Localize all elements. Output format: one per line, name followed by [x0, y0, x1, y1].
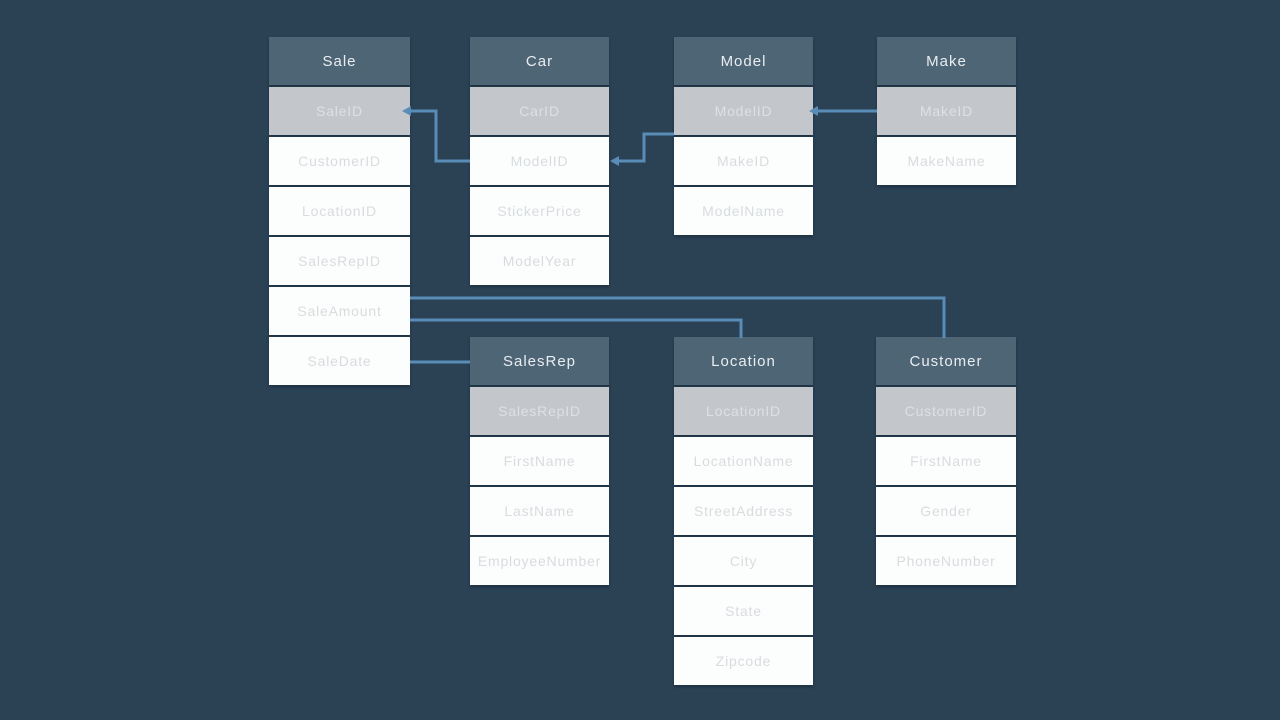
field-row: State — [674, 587, 813, 635]
table-title: Location — [711, 352, 776, 370]
field-row: Zipcode — [674, 637, 813, 685]
field-row: StickerPrice — [470, 187, 609, 235]
field-label: SalesRepID — [298, 253, 381, 269]
field-label: FirstName — [910, 453, 982, 469]
table-title: Model — [720, 52, 767, 70]
field-row: PhoneNumber — [876, 537, 1016, 585]
field-label: SaleDate — [307, 353, 372, 369]
key-field-label: CarID — [519, 103, 560, 119]
field-row: ModelID — [470, 137, 609, 185]
key-field-label: MakeID — [919, 103, 974, 119]
field-row: CustomerID — [269, 137, 410, 185]
field-label: FirstName — [503, 453, 576, 469]
field-label: ModelYear — [502, 253, 577, 269]
table-header-salesrep: SalesRep — [470, 337, 609, 385]
field-row: StreetAddress — [674, 487, 813, 535]
key-row-car: CarID — [470, 87, 609, 135]
field-row: FirstName — [876, 437, 1016, 485]
field-label: City — [729, 553, 758, 569]
field-label: Gender — [920, 503, 972, 519]
key-field-label: ModelID — [714, 103, 773, 119]
table-header-customer: Customer — [876, 337, 1016, 385]
key-field-label: SaleID — [316, 103, 363, 119]
field-label: SaleAmount — [297, 303, 382, 319]
key-row-location: LocationID — [674, 387, 813, 435]
field-row: FirstName — [470, 437, 609, 485]
key-row-customer: CustomerID — [876, 387, 1016, 435]
field-row: MakeID — [674, 137, 813, 185]
table-header-model: Model — [674, 37, 813, 85]
key-field-label: CustomerID — [904, 403, 988, 419]
field-row: City — [674, 537, 813, 585]
table-title: Make — [926, 52, 967, 70]
table-title: Customer — [909, 352, 983, 370]
field-label: ModelID — [510, 153, 569, 169]
field-row: ModelYear — [470, 237, 609, 285]
table-title: Sale — [322, 52, 357, 70]
field-row: SalesRepID — [269, 237, 410, 285]
field-row: LocationID — [269, 187, 410, 235]
field-label: StickerPrice — [497, 203, 582, 219]
field-label: State — [725, 603, 762, 619]
field-label: CustomerID — [298, 153, 381, 169]
field-label: MakeID — [716, 153, 771, 169]
field-row: EmployeeNumber — [470, 537, 609, 585]
key-field-label: LocationID — [706, 403, 781, 419]
key-row-model: ModelID — [674, 87, 813, 135]
field-row: Gender — [876, 487, 1016, 535]
field-label: PhoneNumber — [896, 553, 996, 569]
field-label: LocationID — [302, 203, 377, 219]
field-label: StreetAddress — [693, 503, 794, 519]
table-header-make: Make — [877, 37, 1016, 85]
field-label: ModelName — [702, 203, 785, 219]
field-row: ModelName — [674, 187, 813, 235]
key-row-salesrep: SalesRepID — [470, 387, 609, 435]
field-row: LastName — [470, 487, 609, 535]
table-header-sale: Sale — [269, 37, 410, 85]
field-label: Zipcode — [715, 653, 772, 669]
table-header-location: Location — [674, 337, 813, 385]
field-label: LocationName — [693, 453, 794, 469]
field-label: LastName — [504, 503, 575, 519]
field-row: LocationName — [674, 437, 813, 485]
field-row: SaleDate — [269, 337, 410, 385]
key-row-make: MakeID — [877, 87, 1016, 135]
field-label: MakeName — [907, 153, 986, 169]
field-label: EmployeeNumber — [477, 553, 602, 569]
key-field-label: SalesRepID — [498, 403, 581, 419]
field-row: SaleAmount — [269, 287, 410, 335]
key-row-sale: SaleID — [269, 87, 410, 135]
table-title: SalesRep — [502, 352, 577, 370]
table-title: Car — [525, 52, 554, 70]
field-row: MakeName — [877, 137, 1016, 185]
table-header-car: Car — [470, 37, 609, 85]
